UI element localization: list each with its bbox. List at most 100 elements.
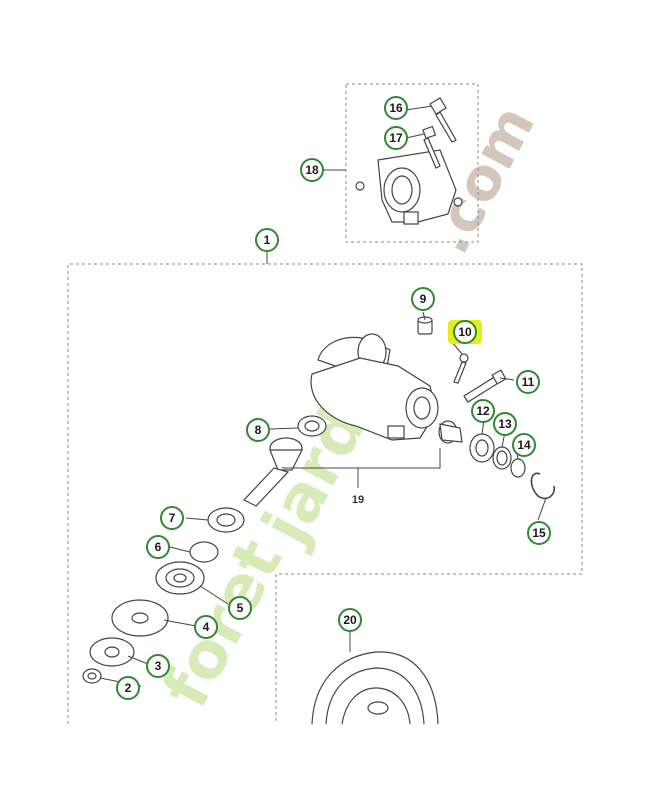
leader-8 — [269, 427, 299, 430]
callout-17: 17 — [384, 126, 408, 150]
frame-top-clamp — [345, 83, 479, 243]
circlip-15 — [530, 472, 556, 500]
callout-3: 3 — [146, 654, 170, 678]
clamp-tab — [403, 211, 419, 225]
leader-15 — [537, 497, 547, 521]
leader-5 — [199, 585, 229, 605]
callout-4-number: 4 — [203, 620, 210, 634]
leader-16 — [405, 105, 433, 111]
callout-15-number: 15 — [532, 526, 546, 540]
clamp-bore-inner — [391, 175, 413, 205]
gearhead-housing — [310, 333, 439, 441]
leader-7 — [185, 517, 209, 521]
callout-9-number: 9 — [420, 292, 427, 306]
screw-10 — [453, 353, 469, 384]
housing-lug — [387, 425, 405, 439]
plate-4 — [111, 599, 169, 637]
callout-11: 11 — [516, 370, 540, 394]
callout-10-circle — [453, 320, 477, 344]
callout-6: 6 — [146, 535, 170, 559]
assembly-label-19: 19 — [352, 494, 364, 506]
callout-16-number: 16 — [389, 101, 403, 115]
callout-14-circle — [512, 433, 536, 457]
clamp-assembly — [355, 97, 463, 225]
callout-17-circle — [384, 126, 408, 150]
callout-8-number: 8 — [255, 423, 262, 437]
callout-4: 4 — [194, 615, 218, 639]
nut-2 — [82, 668, 102, 684]
nut-right — [453, 197, 463, 207]
housing-body — [310, 357, 437, 441]
callout-13: 13 — [493, 412, 517, 436]
callout-1-circle — [255, 228, 279, 252]
housing-output-bore-inner — [413, 396, 431, 420]
callout-9: 9 — [411, 287, 435, 311]
callout-18-number: 18 — [305, 163, 319, 177]
callout-7: 7 — [160, 506, 184, 530]
callout-12: 12 — [471, 399, 495, 423]
callout-6-number: 6 — [155, 540, 162, 554]
dashed-frames — [67, 83, 583, 724]
leader-11 — [499, 377, 515, 381]
holder-5 — [155, 561, 205, 595]
callout-20-circle — [338, 608, 362, 632]
callout-8-circle — [246, 418, 270, 442]
ring-6 — [189, 541, 219, 563]
callout-7-number: 7 — [169, 511, 176, 525]
callout-14-number: 14 — [517, 438, 531, 452]
callout-18-circle — [300, 158, 324, 182]
callout-15-circle — [527, 521, 551, 545]
callout-8: 8 — [246, 418, 270, 442]
callout-16-circle — [384, 96, 408, 120]
callout-13-circle — [493, 412, 517, 436]
callout-10: 10 — [448, 320, 482, 344]
bearing-8 — [297, 415, 327, 437]
callout-9-circle — [411, 287, 435, 311]
callout-20-number: 20 — [343, 613, 357, 627]
callout-2-number: 2 — [125, 681, 132, 695]
callout-18: 18 — [300, 158, 324, 182]
leader-4 — [163, 619, 197, 627]
callout-11-circle — [516, 370, 540, 394]
screw-16 — [429, 97, 457, 143]
callout-6-circle — [146, 535, 170, 559]
watermark-part-foret: foret — [149, 528, 298, 719]
callout-4-circle — [194, 615, 218, 639]
bearing-12 — [469, 433, 495, 463]
callout-13-number: 13 — [498, 417, 512, 431]
callout-20: 20 — [338, 608, 362, 632]
pinion-gear — [438, 420, 463, 444]
ring-13 — [492, 446, 512, 470]
leader-9 — [422, 311, 426, 321]
assembly-19-bracket — [282, 448, 441, 488]
guard-20 — [311, 651, 439, 725]
leader-6 — [169, 546, 191, 553]
callout-11-number: 11 — [522, 375, 535, 389]
bearing-7 — [207, 507, 245, 533]
screw-17 — [422, 125, 441, 169]
callout-7-circle — [160, 506, 184, 530]
nut-left — [355, 181, 365, 191]
washer-14 — [510, 458, 526, 478]
callout-2: 2 — [116, 676, 140, 700]
callout-5-circle — [228, 596, 252, 620]
callout-3-circle — [146, 654, 170, 678]
callout-5: 5 — [228, 596, 252, 620]
callout-1-number: 1 — [264, 233, 271, 247]
bolt-11 — [463, 369, 507, 403]
callout-17-number: 17 — [389, 131, 403, 145]
callout-15: 15 — [527, 521, 551, 545]
bevel-gear-shaft — [243, 437, 303, 507]
callout-12-circle — [471, 399, 495, 423]
callout-12-number: 12 — [476, 404, 490, 418]
callout-14: 14 — [512, 433, 536, 457]
callout-10-number: 10 — [458, 325, 472, 339]
callout-3-number: 3 — [155, 659, 162, 673]
leader-17 — [405, 133, 425, 139]
callout-2-circle — [116, 676, 140, 700]
cup-3 — [89, 637, 135, 667]
callout-1: 1 — [255, 228, 279, 252]
leader-3 — [127, 655, 149, 665]
